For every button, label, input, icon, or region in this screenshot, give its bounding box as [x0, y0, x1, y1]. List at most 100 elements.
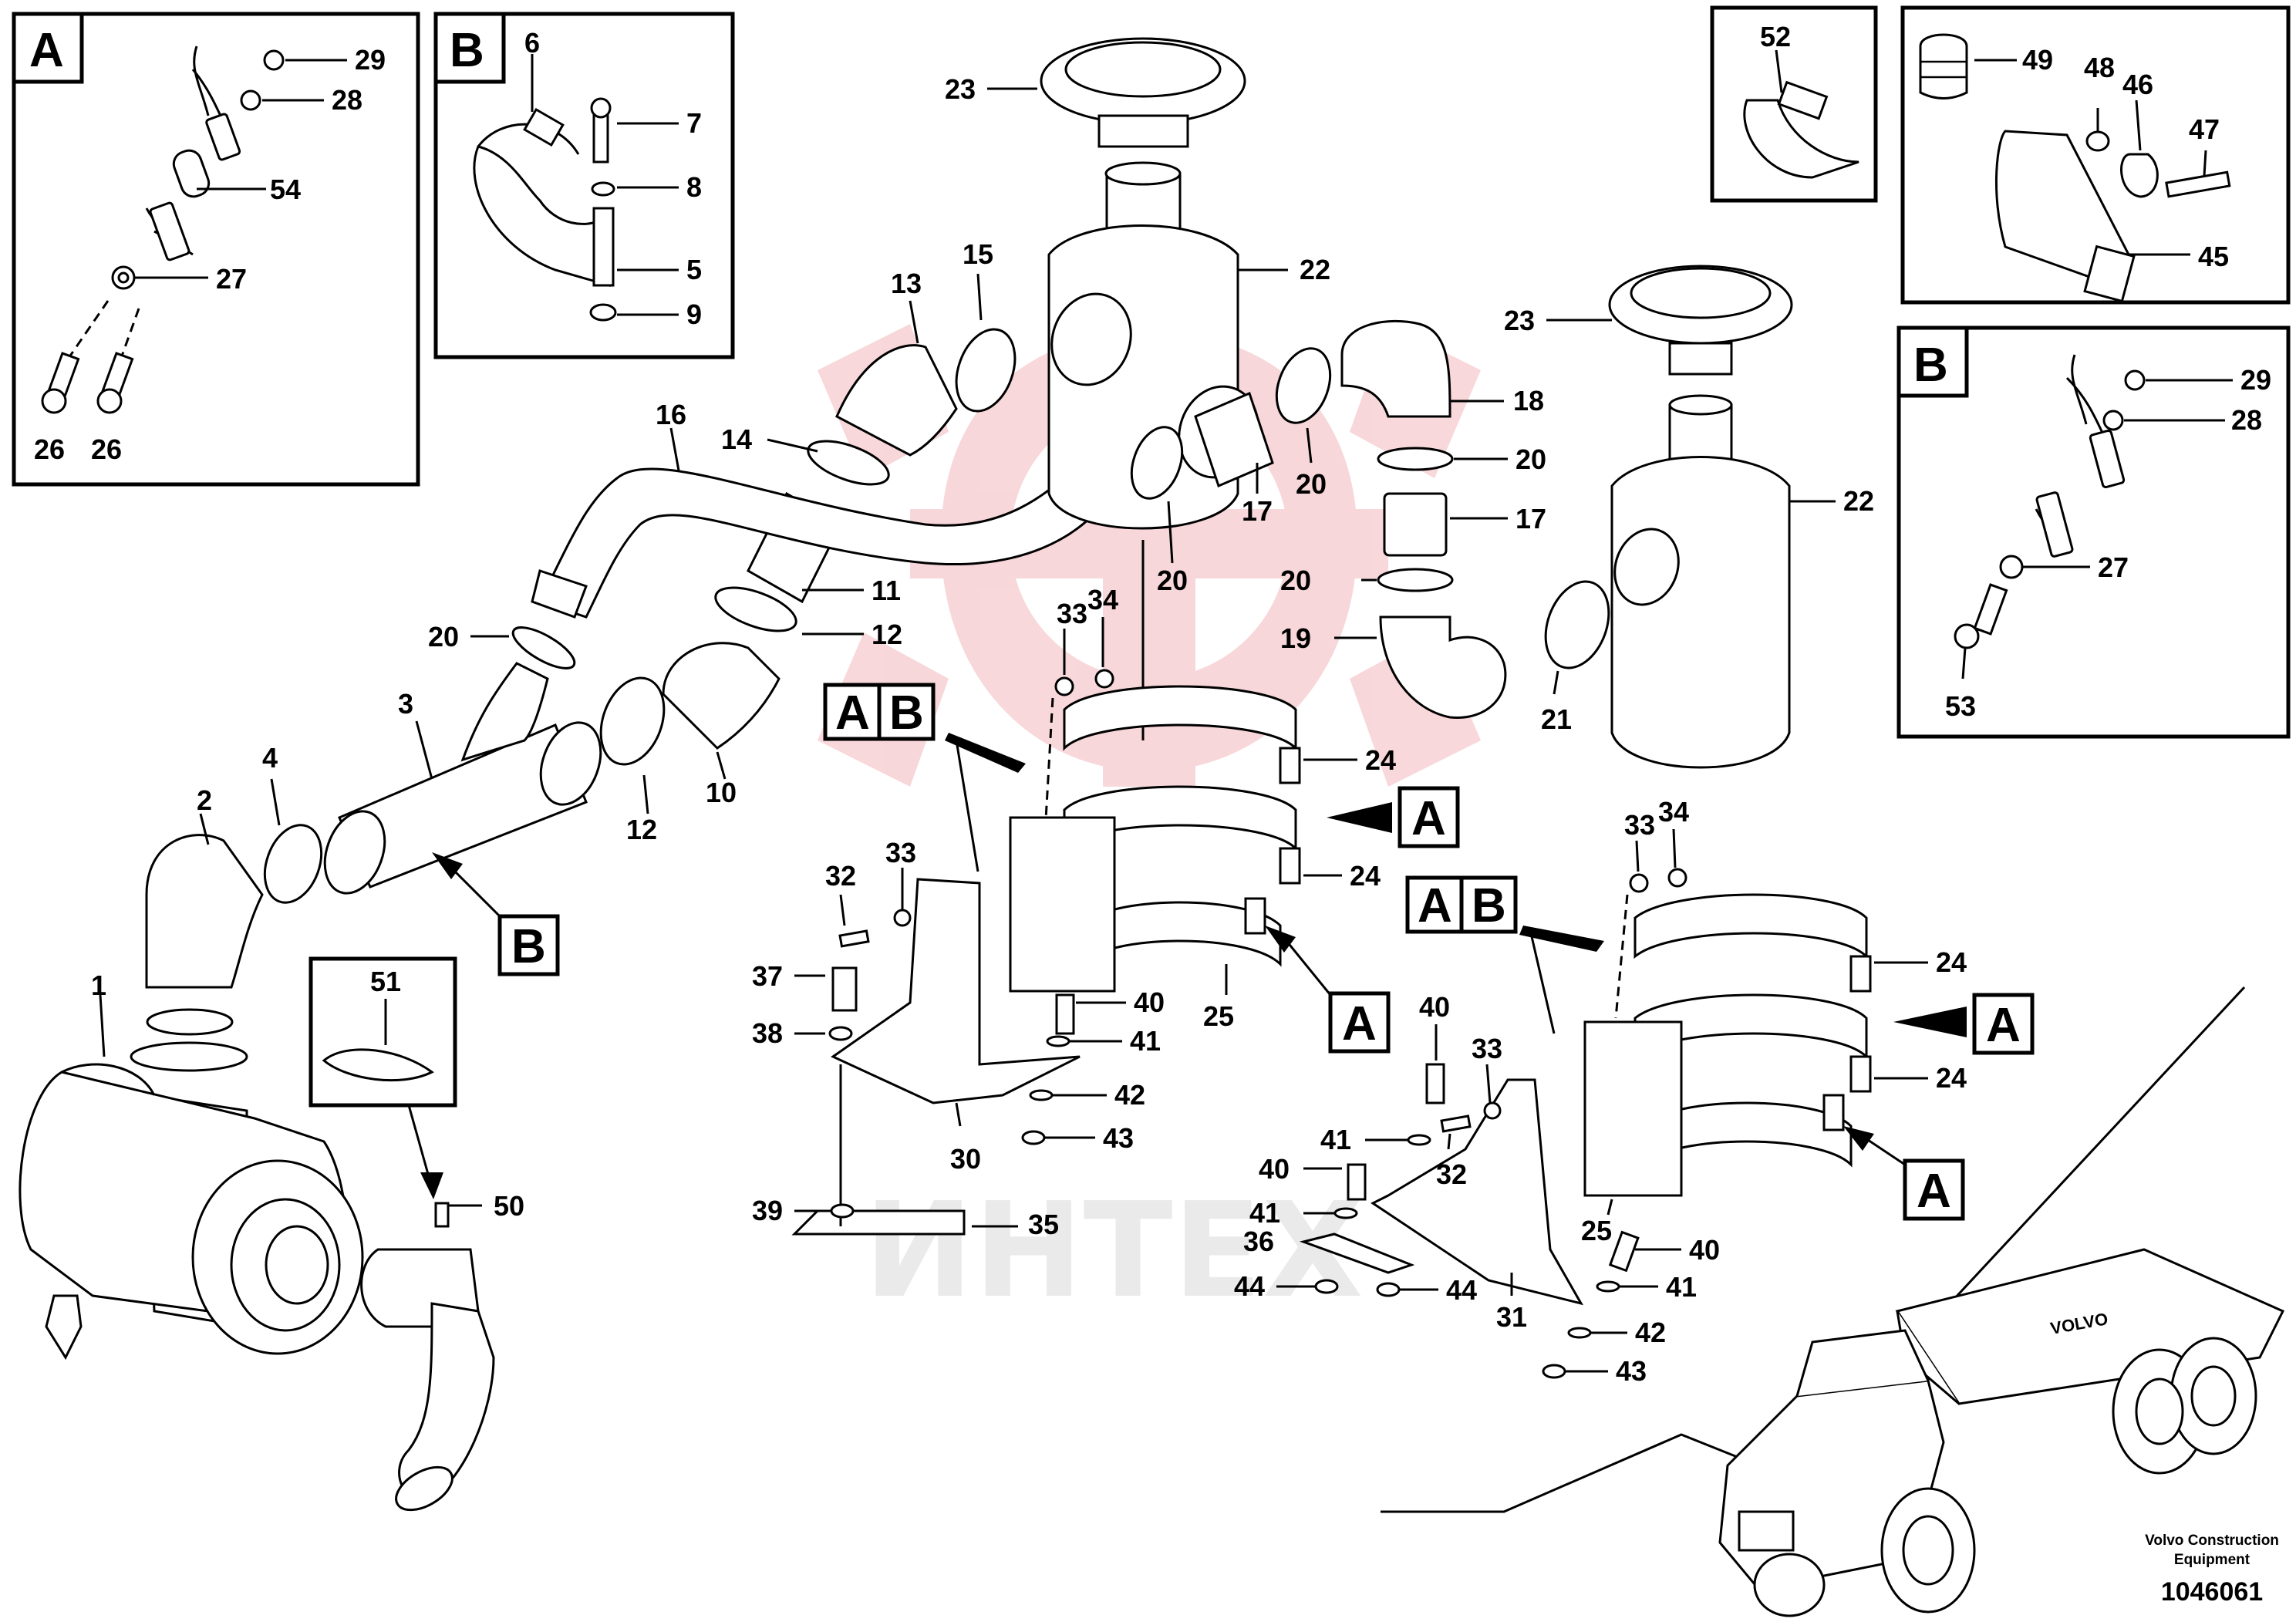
- callout-28: 28: [332, 84, 362, 116]
- callout-40-center: 40: [1134, 986, 1165, 1018]
- callout-42-center: 42: [1114, 1079, 1145, 1111]
- callout-41-right-c: 41: [1666, 1271, 1697, 1303]
- callout-25-center: 25: [1203, 1000, 1234, 1032]
- callout-6: 6: [524, 27, 540, 59]
- detail-box-51: 51: [308, 956, 457, 1199]
- callout-27: 27: [216, 263, 247, 295]
- callout-42-right: 42: [1635, 1317, 1666, 1348]
- callout-23-right: 23: [1504, 305, 1535, 336]
- callout-2: 2: [197, 784, 212, 816]
- callout-20-left: 20: [428, 621, 459, 653]
- callout-22-left: 22: [1300, 254, 1330, 285]
- mount-bracket-center: 33 34 24 24 25 30 35 32 33 37: [752, 584, 1396, 1240]
- callout-25-right: 25: [1581, 1215, 1612, 1246]
- callout-28-right: 28: [2231, 404, 2262, 436]
- detail-label-b-right: B: [1913, 339, 1948, 392]
- ref-tag-a-right-clamp: A: [1986, 999, 2021, 1052]
- callout-41-right-a: 41: [1320, 1124, 1351, 1155]
- mount-bracket-right: 33 34 24 24 25 31 33 32 40 41: [1234, 796, 1967, 1387]
- callout-5: 5: [686, 254, 702, 285]
- callout-24-a: 24: [1365, 744, 1396, 776]
- ref-tag-a-clamp: A: [1411, 792, 1446, 845]
- callout-15: 15: [963, 238, 993, 270]
- callout-24-b: 24: [1350, 860, 1381, 892]
- callout-12-lower: 12: [626, 814, 657, 845]
- detail-box-45-49: 49 48 46 47 45: [1900, 5, 2291, 305]
- detail-box-b-right: B 29 28 27 53: [1896, 325, 2291, 739]
- callout-21: 21: [1541, 703, 1572, 735]
- articulated-hauler-illustration: VOLVO: [1381, 986, 2285, 1617]
- detail-label-a: A: [29, 24, 64, 77]
- callout-37: 37: [752, 960, 783, 992]
- callout-20-r1: 20: [1515, 443, 1546, 475]
- air-cleaner-right: 23 22: [1504, 265, 1874, 769]
- callout-27-right: 27: [2098, 551, 2129, 583]
- callout-29: 29: [355, 44, 386, 76]
- callout-24-right-a: 24: [1936, 946, 1967, 978]
- callout-12-upper: 12: [872, 619, 902, 650]
- callout-26a: 26: [34, 433, 65, 465]
- callout-34-top: 34: [1087, 584, 1118, 615]
- callout-52: 52: [1760, 21, 1791, 52]
- callout-54: 54: [270, 174, 301, 205]
- center-fittings: 20 17 20 18 20 17 20 19 21: [1130, 319, 1610, 735]
- ref-tag-b-center: B: [889, 686, 924, 740]
- callout-24-right-b: 24: [1936, 1062, 1967, 1094]
- callout-17-center: 17: [1242, 495, 1273, 527]
- callout-20-mid: 20: [1296, 468, 1327, 500]
- callout-20-r2: 20: [1280, 565, 1311, 596]
- callout-53: 53: [1945, 690, 1976, 722]
- callout-30: 30: [950, 1143, 981, 1175]
- callout-3: 3: [398, 688, 413, 720]
- air-cleaner-left: 1 50: [19, 969, 524, 1512]
- detail-box-52: 52: [1710, 5, 1878, 203]
- callout-31: 31: [1496, 1301, 1527, 1333]
- callout-40-right-c: 40: [1689, 1234, 1720, 1266]
- document-number: 1046061: [2161, 1577, 2263, 1607]
- callout-33-right-top: 33: [1624, 809, 1655, 841]
- callout-17-right: 17: [1515, 503, 1546, 534]
- callout-19: 19: [1280, 622, 1311, 654]
- callout-38: 38: [752, 1017, 783, 1049]
- callout-33-center: 33: [885, 837, 916, 868]
- callout-20-center: 20: [1157, 565, 1188, 596]
- callout-7: 7: [686, 107, 702, 139]
- brand-line-1: Volvo Construction: [2145, 1533, 2279, 1549]
- callout-33-top: 33: [1057, 598, 1087, 629]
- callout-41-center: 41: [1130, 1025, 1161, 1057]
- detail-box-a-topleft: A 29 28 54 27 26 26: [12, 12, 420, 487]
- callout-43-right: 43: [1616, 1355, 1647, 1387]
- callout-48: 48: [2084, 52, 2115, 83]
- callout-51: 51: [370, 966, 401, 997]
- callout-40-right-top: 40: [1419, 991, 1450, 1023]
- callout-26b: 26: [91, 433, 122, 465]
- callout-50: 50: [494, 1190, 524, 1222]
- ref-tag-a-right-lower: A: [1917, 1165, 1951, 1218]
- callout-16: 16: [656, 399, 686, 430]
- callout-45: 45: [2198, 241, 2229, 272]
- ref-tag-b-right: B: [1472, 879, 1506, 932]
- footer: Volvo Construction Equipment 1046061: [2145, 1533, 2279, 1607]
- callout-36: 36: [1243, 1226, 1274, 1257]
- ref-tag-a-right: A: [1418, 879, 1452, 932]
- callout-47: 47: [2189, 113, 2220, 145]
- watermark-text: ИНТЕХ: [864, 1175, 1364, 1327]
- ref-tag-a-lower: A: [1342, 997, 1377, 1050]
- brand-line-2: Equipment: [2174, 1552, 2250, 1568]
- callout-40-right-b: 40: [1259, 1153, 1290, 1185]
- callout-10: 10: [706, 777, 737, 808]
- callout-41-right-b: 41: [1249, 1197, 1280, 1229]
- ref-tag-b-pipe: B: [511, 920, 546, 973]
- callout-29-right: 29: [2240, 364, 2271, 396]
- callout-32-right: 32: [1436, 1158, 1467, 1190]
- hose-assembly: 2 4 3 20 12 10 12 11 14: [145, 238, 1112, 1036]
- detail-label-b: B: [450, 24, 484, 77]
- callout-13: 13: [891, 268, 922, 299]
- callout-32-center: 32: [825, 860, 856, 892]
- callout-11: 11: [872, 575, 901, 606]
- callout-1: 1: [91, 969, 106, 1001]
- callout-22-right: 22: [1843, 485, 1874, 517]
- callout-18: 18: [1513, 385, 1544, 416]
- callout-43-center: 43: [1103, 1122, 1134, 1154]
